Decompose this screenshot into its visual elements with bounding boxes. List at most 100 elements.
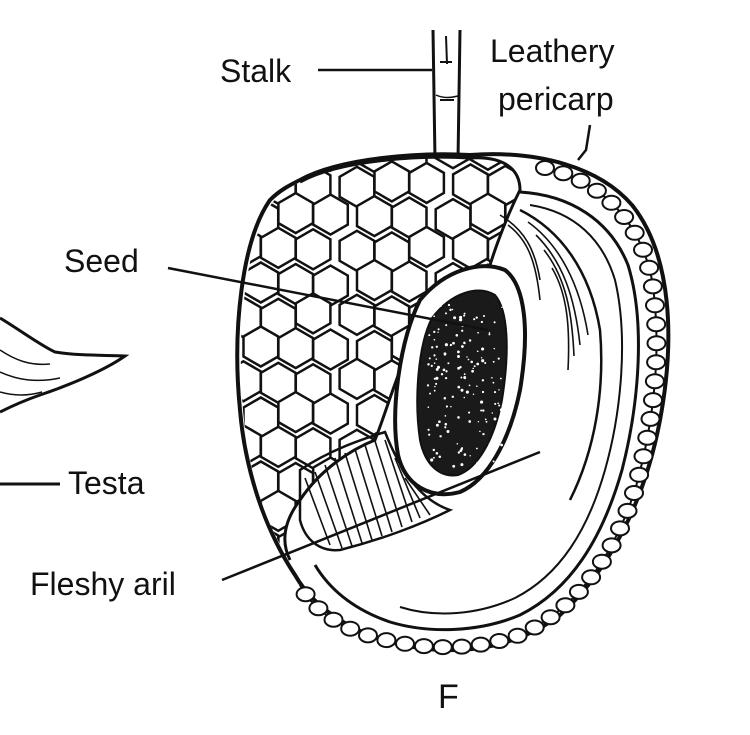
seed-stipple-dot bbox=[428, 334, 431, 337]
pericarp-cell bbox=[507, 627, 528, 644]
pericarp-cell bbox=[640, 410, 661, 427]
pericarp-cell bbox=[591, 553, 612, 570]
leader-lines bbox=[167, 68, 592, 582]
seed-stipple-dot bbox=[481, 390, 485, 394]
seed-stipple-dot bbox=[444, 343, 448, 347]
pericarp-cell bbox=[413, 638, 434, 655]
seed-stipple-dot bbox=[435, 376, 439, 380]
seed-stipple-dot bbox=[493, 417, 497, 421]
stalk bbox=[431, 29, 462, 161]
aril-cell bbox=[240, 494, 262, 538]
seed-stipple-dot bbox=[445, 405, 448, 408]
pericarp-cell bbox=[581, 569, 602, 586]
seed-stipple-dot bbox=[433, 330, 436, 334]
pericarp-cell bbox=[540, 609, 561, 626]
seed-stipple-dot bbox=[428, 433, 431, 436]
seed-stipple-dot bbox=[468, 420, 472, 423]
seed-stipple-dot bbox=[493, 321, 496, 324]
seed-stipple-dot bbox=[472, 393, 475, 395]
seed-stipple-dot bbox=[477, 331, 479, 334]
pericarp-cell bbox=[645, 297, 665, 314]
seed-stipple-dot bbox=[444, 312, 448, 315]
seed-stipple-dot bbox=[497, 435, 502, 439]
seed-stipple-dot bbox=[459, 315, 463, 319]
pericarp-inner-line bbox=[313, 190, 640, 632]
aril-cell bbox=[408, 225, 446, 269]
seed-stipple-dot bbox=[476, 362, 480, 366]
seed-stipple-dot bbox=[459, 318, 463, 322]
pericarp-cell bbox=[642, 278, 663, 295]
seed-stipple-dot bbox=[435, 423, 439, 427]
seed-stipple-dot bbox=[476, 462, 480, 465]
aril-cell bbox=[355, 258, 393, 302]
aril-cell bbox=[434, 157, 472, 170]
seed-stipple-dot bbox=[499, 377, 502, 380]
seed-stipple-dot bbox=[457, 350, 460, 354]
seed-stipple-dot bbox=[482, 456, 485, 459]
seed-stipple-dot bbox=[452, 341, 455, 345]
seed-stipple-dot bbox=[500, 443, 503, 447]
seed-stipple-dot bbox=[466, 356, 468, 358]
seed-stipple-dot bbox=[491, 377, 493, 379]
pericarp-cell bbox=[535, 160, 555, 176]
pericarp-cell bbox=[524, 619, 545, 636]
seed-stipple-dot bbox=[433, 389, 436, 392]
seed-stipple-dot bbox=[498, 389, 500, 391]
seed-stipple-dot bbox=[499, 408, 503, 412]
seed-stipple-dot bbox=[438, 304, 442, 307]
aril-cell bbox=[259, 226, 297, 270]
seed-stipple-dot bbox=[475, 447, 478, 450]
seed-stipple-dot bbox=[457, 451, 461, 454]
pericarp-cell bbox=[489, 633, 510, 649]
pericarp-cell bbox=[568, 583, 589, 600]
aril-cell bbox=[277, 191, 315, 235]
seed-stipple-dot bbox=[427, 406, 430, 408]
pericarp-cell bbox=[470, 636, 491, 653]
pericarp-cell bbox=[570, 172, 591, 189]
seed-stipple-dot bbox=[433, 377, 436, 380]
seed-stipple-dot bbox=[492, 381, 495, 384]
fleshy-aril-hatching bbox=[298, 208, 603, 552]
seed-stipple-dot bbox=[461, 447, 463, 449]
seed-stipple-dot bbox=[434, 385, 436, 388]
seed-stipple-dot bbox=[452, 464, 456, 468]
seed-stipple-dot bbox=[482, 314, 486, 318]
seed-stipple-dot bbox=[435, 345, 438, 348]
seed-stipple-dot bbox=[435, 452, 439, 455]
aril-cell bbox=[200, 460, 235, 500]
pericarp-cell bbox=[432, 639, 453, 656]
pericarp-cell bbox=[637, 429, 658, 446]
seed-stipple-dot bbox=[463, 396, 466, 399]
aril-cell bbox=[200, 325, 235, 365]
pericarp-cell bbox=[643, 392, 663, 409]
seed-stipple-dot bbox=[488, 443, 491, 445]
seed-stipple-dot bbox=[481, 347, 485, 351]
seed-stipple-dot bbox=[480, 357, 483, 359]
aril-cell bbox=[338, 293, 376, 337]
seed-body bbox=[416, 289, 508, 477]
aril-cell bbox=[294, 227, 332, 271]
pericarp-cell bbox=[601, 194, 622, 211]
seed-stipple-dot bbox=[480, 409, 483, 412]
pericarp-cell bbox=[624, 485, 644, 501]
seed-stipple-dot bbox=[463, 312, 466, 315]
seed-stipple-dot bbox=[427, 465, 430, 468]
seed bbox=[416, 289, 508, 477]
seed-stipple-dot bbox=[427, 363, 430, 366]
seed-stipple-dot bbox=[444, 426, 447, 429]
pericarp-cell bbox=[586, 182, 607, 199]
pericarp-cell bbox=[308, 600, 329, 617]
seed-stipple-dot bbox=[498, 404, 501, 407]
seed-stipple-dot bbox=[451, 308, 454, 311]
aril-cell bbox=[277, 326, 315, 370]
seed-stipple-dot bbox=[485, 420, 488, 423]
seed-stipple-dot bbox=[500, 412, 503, 415]
aril-cell bbox=[277, 157, 315, 171]
seed-stipple-dot bbox=[481, 379, 485, 382]
seed-stipple-dot bbox=[447, 362, 450, 365]
aril-cell bbox=[311, 328, 350, 372]
seed-stipple-dot bbox=[430, 458, 434, 462]
seed-stipple-dot bbox=[488, 332, 491, 334]
